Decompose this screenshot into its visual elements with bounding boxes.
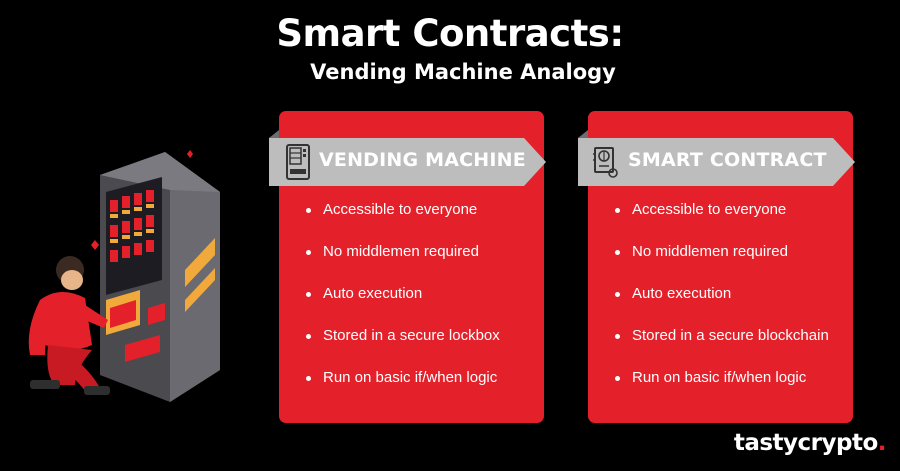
vending-machine-heading: VENDING MACHINE <box>319 149 526 171</box>
list-item: Stored in a secure lockbox <box>306 325 528 347</box>
list-item: No middlemen required <box>306 241 528 263</box>
list-item: Accessible to everyone <box>306 199 528 221</box>
brand-dot: . <box>877 430 887 456</box>
smart-contract-card: SMART CONTRACT Accessible to everyone No… <box>578 111 855 423</box>
smart-contract-list: Accessible to everyone No middlemen requ… <box>588 199 853 409</box>
list-item: Accessible to everyone <box>615 199 837 221</box>
list-item: Stored in a secure blockchain <box>615 325 837 347</box>
smart-contract-banner: SMART CONTRACT <box>578 130 855 186</box>
list-item: Run on basic if/when logic <box>306 367 528 389</box>
page-subtitle: Vending Machine Analogy <box>310 60 616 84</box>
vending-machine-card: VENDING MACHINE Accessible to everyone N… <box>269 111 546 423</box>
smart-contract-heading: SMART CONTRACT <box>628 149 827 171</box>
smart-contract-icon <box>593 147 618 178</box>
brand-logo: tastycrypto. <box>733 430 887 456</box>
vending-machine-illustration <box>28 150 220 402</box>
vending-machine-banner: VENDING MACHINE <box>269 130 546 186</box>
list-item: Run on basic if/when logic <box>615 367 837 389</box>
brand-name: tastycrypto <box>733 430 878 456</box>
list-item: Auto execution <box>615 283 837 305</box>
list-item: No middlemen required <box>615 241 837 263</box>
vending-machine-icon <box>286 144 310 180</box>
list-item: Auto execution <box>306 283 528 305</box>
vending-machine-list: Accessible to everyone No middlemen requ… <box>279 199 544 409</box>
page-title: Smart Contracts: <box>276 12 624 55</box>
